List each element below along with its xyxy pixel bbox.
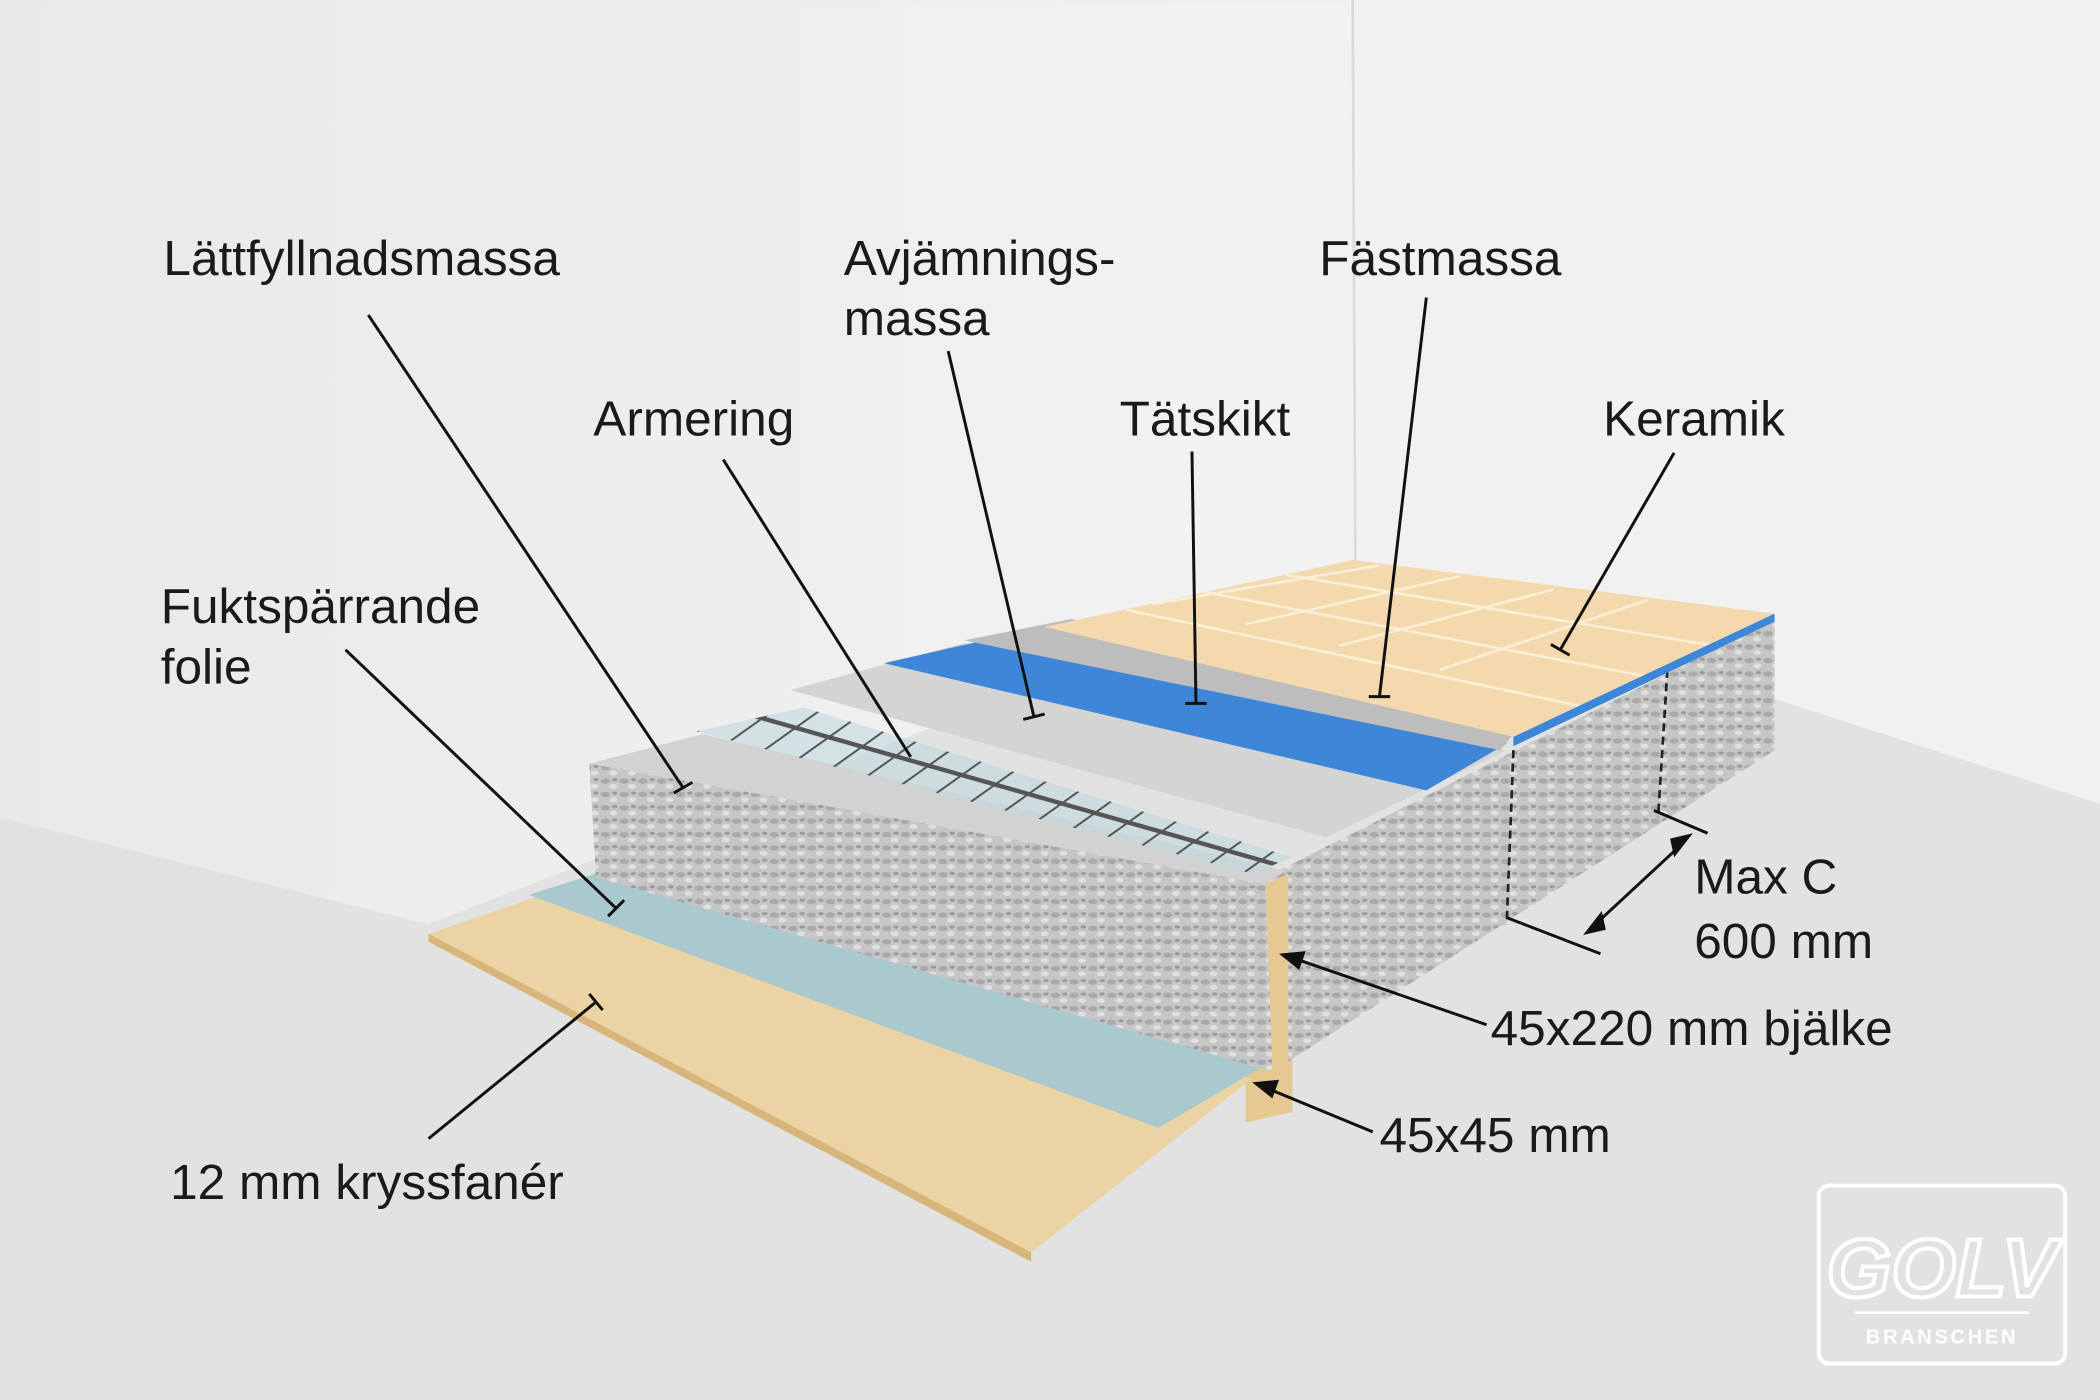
label-regel: 45x45 mm: [1379, 1107, 1610, 1163]
label-avjamningsmassa-1: Avjämnings-: [844, 230, 1116, 286]
wall-corner: [1351, 0, 1357, 563]
svg-text:BRANSCHEN: BRANSCHEN: [1866, 1327, 2018, 1349]
tile-adhesive: [964, 618, 1514, 751]
membrane-edge: [1513, 613, 1775, 747]
reinforcement-mesh: [696, 707, 1293, 874]
levelling-compound: [790, 643, 1507, 838]
label-keramik: Keramik: [1603, 390, 1785, 446]
joist-line: [1505, 750, 1515, 925]
label-fuktsparrande-2: folie: [161, 638, 252, 694]
label-max-c-1: Max C: [1694, 849, 1837, 905]
label-lattfyllnadsmassa: Lättfyllnadsmassa: [163, 230, 560, 286]
leader-lines: [344, 297, 1709, 1140]
golvbranschen-logo: GOLV BRANSCHEN: [1816, 1183, 2068, 1366]
tile-joints: [1124, 564, 1715, 708]
waterproofing-membrane: [883, 629, 1507, 791]
label-tatskikt: Tätskikt: [1120, 390, 1291, 446]
joist-45x220: [1265, 873, 1289, 1072]
plywood: [428, 894, 1253, 1253]
label-armering: Armering: [593, 390, 794, 446]
svg-text:GOLV: GOLV: [1827, 1222, 2064, 1315]
label-fuktsparrande-1: Fuktspärrande: [161, 578, 480, 634]
label-fastmassa: Fästmassa: [1319, 230, 1562, 286]
label-kryssfaner: 12 mm kryssfanér: [170, 1154, 564, 1210]
label-max-c-2: 600 mm: [1694, 913, 1873, 969]
label-bjalke: 45x220 mm bjälke: [1491, 1000, 1893, 1056]
moisture-barrier-foil: [529, 873, 1266, 1128]
joist-line: [1656, 669, 1669, 818]
lightweight-fill-body: [1265, 618, 1775, 1072]
ceramic-tiles: [1044, 560, 1775, 737]
label-avjamningsmassa-2: massa: [844, 290, 990, 346]
lightweight-fill-front: [589, 763, 1273, 1072]
lightweight-fill-top: [589, 734, 1286, 885]
